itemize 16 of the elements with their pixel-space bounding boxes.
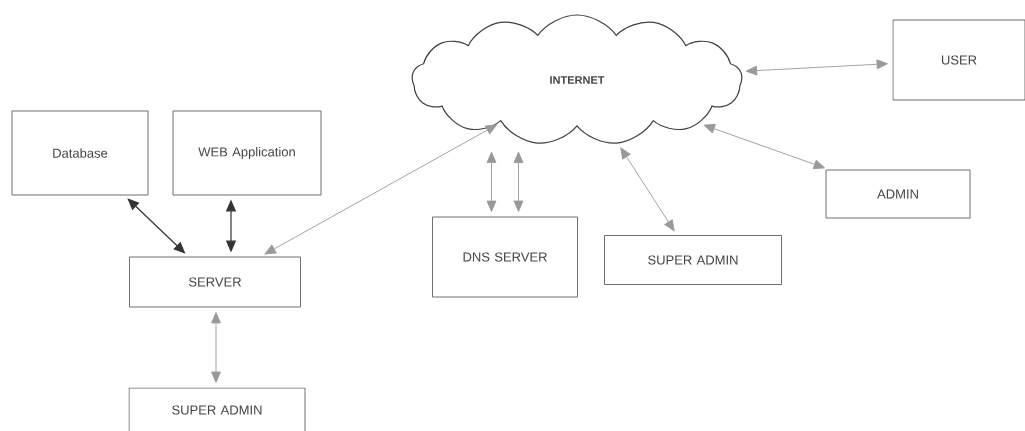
system-box: Database xyxy=(11,110,149,196)
system-box: SUPER ADMIN xyxy=(604,235,782,285)
arrow xyxy=(513,151,524,212)
arrow xyxy=(745,59,888,76)
internet-cloud: INTERNET xyxy=(411,14,743,144)
system-box: SERVER xyxy=(129,256,301,308)
system-box: ADMIN xyxy=(825,169,971,219)
arrow xyxy=(211,312,221,383)
arrow xyxy=(620,147,675,232)
arrow xyxy=(703,123,825,170)
arrow xyxy=(264,124,498,255)
system-box: SUPER ADMIN xyxy=(128,387,306,431)
system-box: DNS SERVER xyxy=(432,216,578,298)
arrow xyxy=(486,151,497,212)
system-box: WEB Application xyxy=(172,110,322,196)
system-box: USER xyxy=(892,19,1025,101)
